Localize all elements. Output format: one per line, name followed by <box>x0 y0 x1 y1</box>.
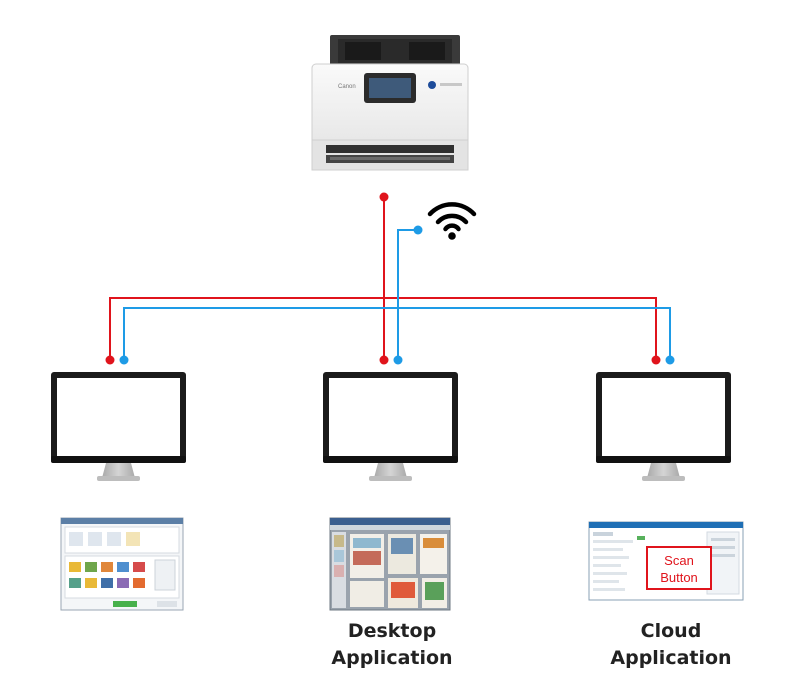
cloud-application-label: Cloud Application <box>571 618 771 672</box>
monitor-icon <box>596 372 731 481</box>
wireless-connection <box>119 225 675 365</box>
wired-port-dot <box>651 355 661 365</box>
scan-button-label-line1: Scan <box>664 553 694 568</box>
cloud-application-screenshot: Scan Button <box>588 521 744 601</box>
scan-button-label-line2: Button <box>660 570 698 585</box>
cloud-application-label-line1: Cloud <box>640 620 702 642</box>
monitor-icon <box>323 372 458 481</box>
desktop-application-label: Desktop Application <box>292 618 492 672</box>
wired-port-dot <box>105 355 115 365</box>
scanner-brand: Canon <box>338 84 356 90</box>
wired-port-dot <box>379 192 389 202</box>
cloud-application-label-line2: Application <box>610 647 732 669</box>
wired-port-dot <box>379 355 389 365</box>
scanning-utility-screenshot <box>60 517 184 611</box>
wireless-port-dot <box>119 355 129 365</box>
wifi-icon <box>427 202 477 240</box>
desktop-application-screenshot <box>329 517 451 611</box>
desktop-application-label-line2: Application <box>331 647 453 669</box>
wireless-port-dot <box>665 355 675 365</box>
monitor-icon <box>51 372 186 481</box>
scanner: Canon <box>311 35 469 171</box>
scan-button: Scan Button <box>646 546 712 590</box>
wireless-port-dot <box>413 225 423 235</box>
wired-connection <box>105 192 661 365</box>
desktop-application-label-line1: Desktop <box>347 620 437 642</box>
scanner-power-button <box>428 81 436 89</box>
wireless-port-dot <box>393 355 403 365</box>
